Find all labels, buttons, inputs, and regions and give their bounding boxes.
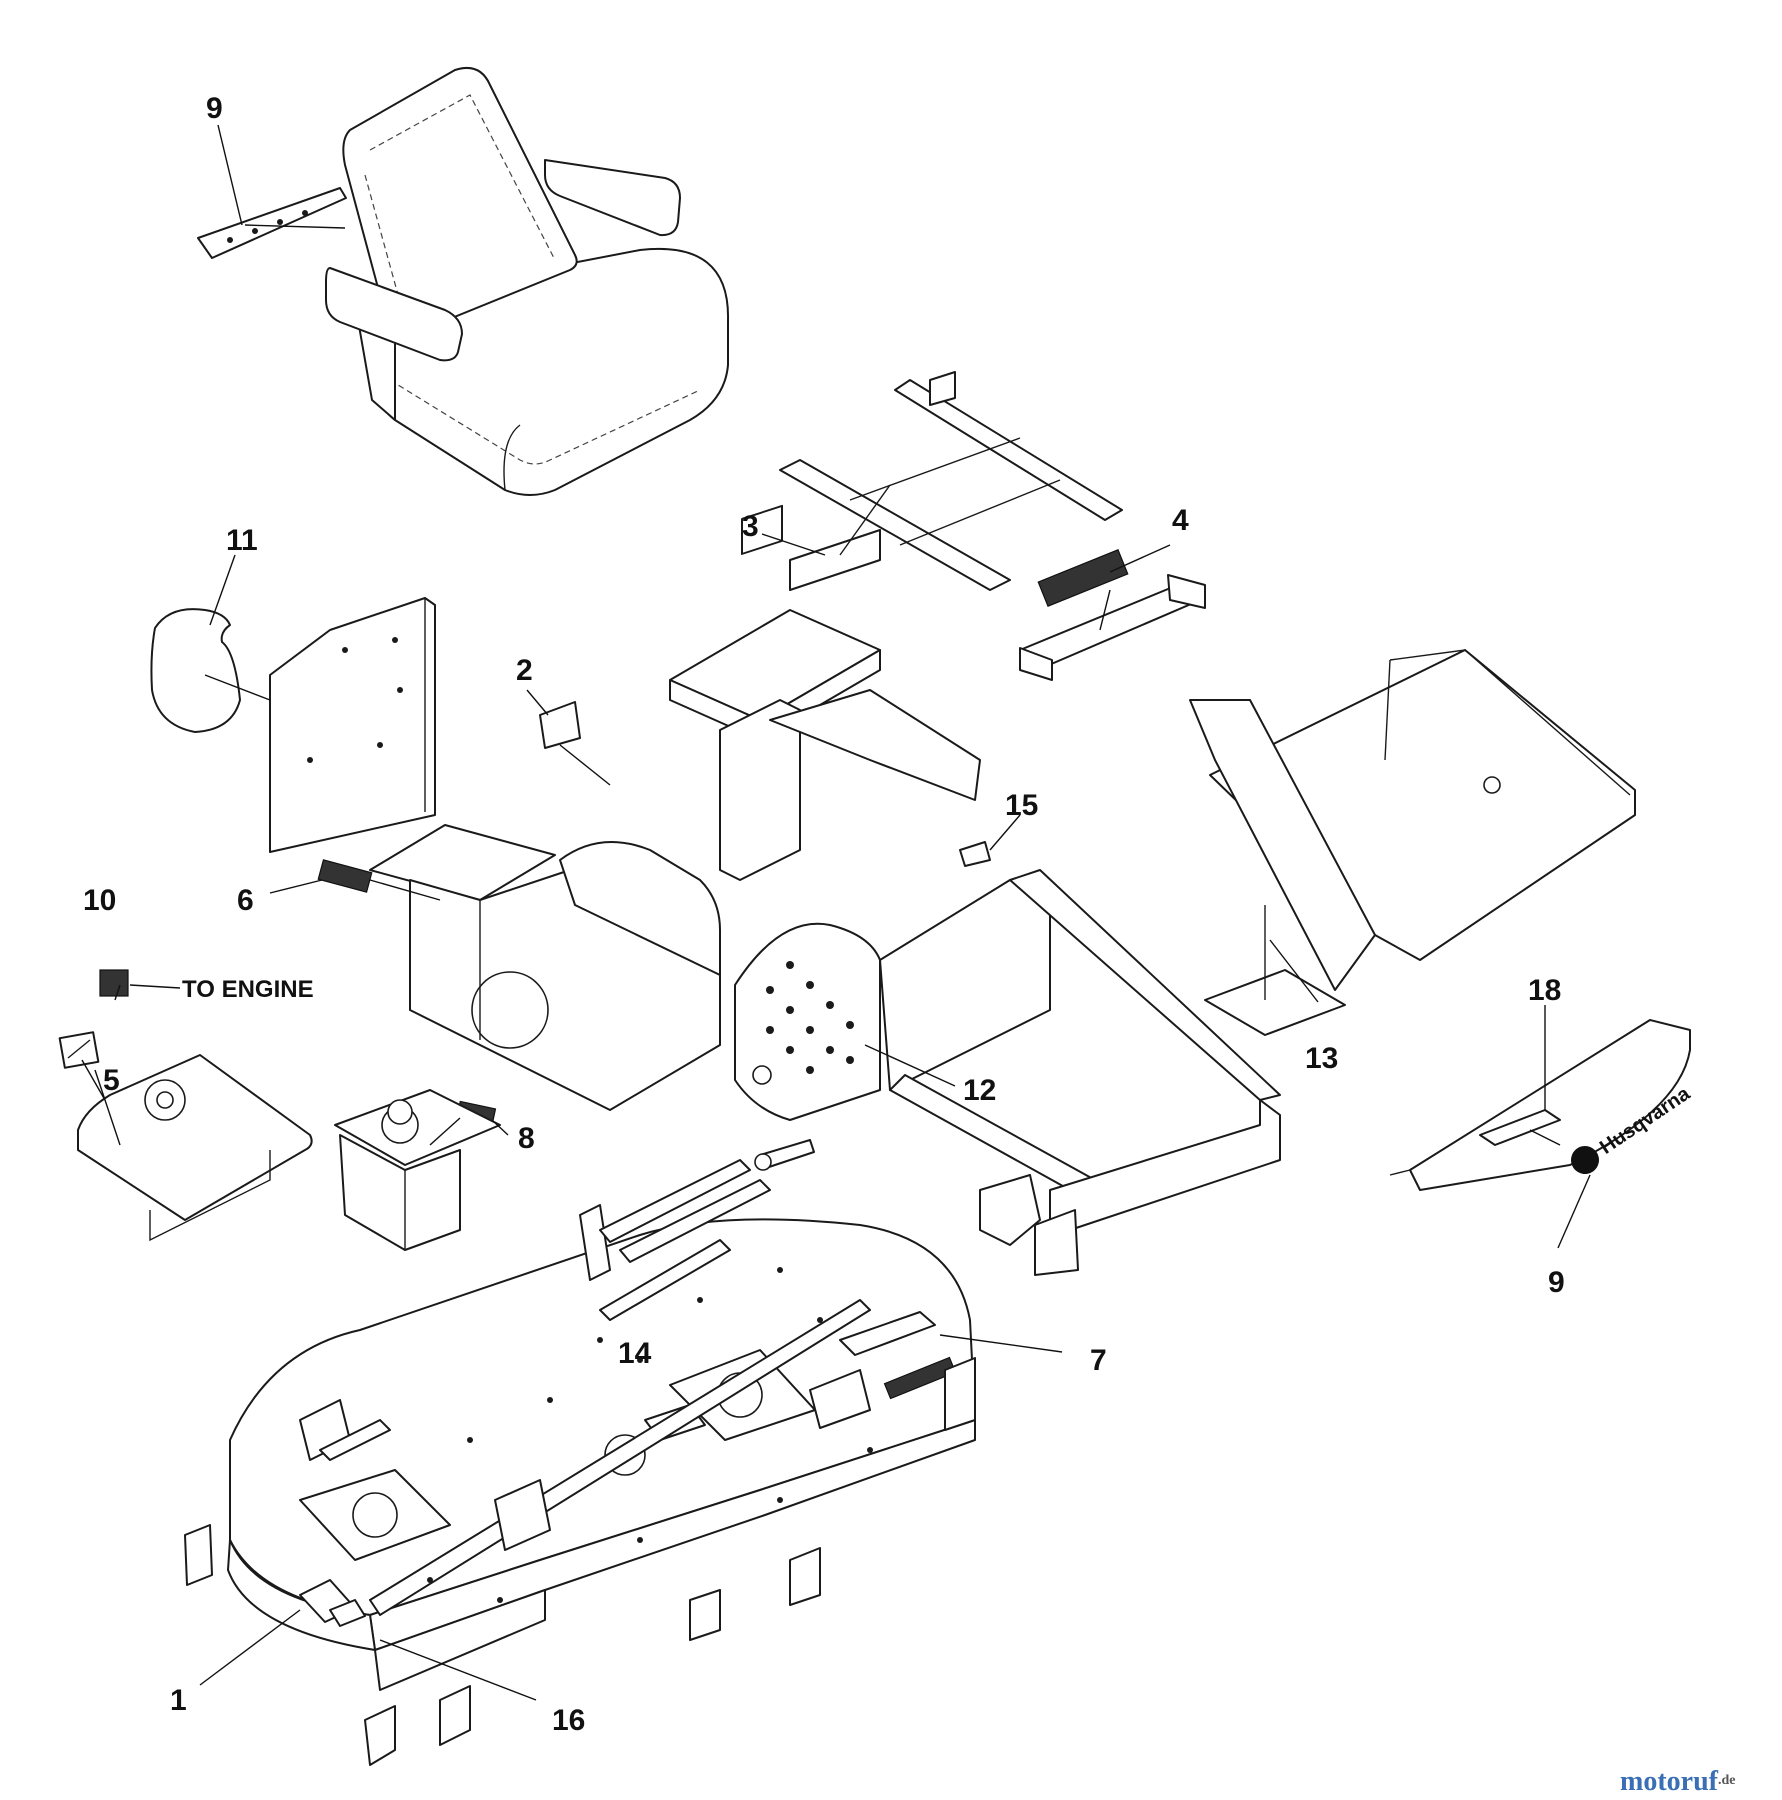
decal-10 xyxy=(99,969,129,997)
callout-4: 4 xyxy=(1172,504,1189,537)
callout-7: 7 xyxy=(1090,1344,1107,1377)
callout-8: 8 xyxy=(518,1122,535,1155)
watermark: motoruf.de xyxy=(1620,1766,1735,1797)
fuel-tank xyxy=(334,1089,501,1251)
callout-labels: 9 11 3 4 2 15 10 6 5 8 12 13 18 9 14 7 1… xyxy=(83,92,1565,1737)
decal-7 xyxy=(883,1356,957,1400)
seat xyxy=(197,66,730,496)
latch-plate xyxy=(1019,549,1206,681)
watermark-text: motoruf xyxy=(1620,1766,1719,1797)
callout-9-seat: 9 xyxy=(206,92,223,125)
callout-18: 18 xyxy=(1528,974,1561,1007)
decal-plate xyxy=(1037,549,1129,607)
callout-6: 6 xyxy=(237,884,254,917)
callout-11: 11 xyxy=(226,524,258,557)
leader-lines xyxy=(81,124,1591,1701)
floor-pan xyxy=(1189,649,1636,1036)
callout-1: 1 xyxy=(170,1684,187,1717)
callout-2: 2 xyxy=(516,654,533,687)
callout-15: 15 xyxy=(1005,789,1038,822)
callout-10: 10 xyxy=(83,884,116,917)
mower-deck xyxy=(184,1159,976,1766)
decal-5 xyxy=(58,1031,100,1069)
front-cover: Husqvarna xyxy=(1389,1019,1695,1191)
seat-slide-rails xyxy=(779,371,1123,591)
callout-16: 16 xyxy=(552,1704,585,1737)
side-panel xyxy=(150,597,436,853)
callout-5: 5 xyxy=(103,1064,120,1097)
decal-2 xyxy=(539,701,581,749)
main-frame xyxy=(369,504,1281,1276)
svg-text:motoruf.de: motoruf.de xyxy=(1620,1766,1735,1797)
to-engine-note: TO ENGINE xyxy=(182,976,314,1003)
callout-9-cover: 9 xyxy=(1548,1266,1565,1299)
decal-6 xyxy=(317,859,373,893)
callout-12: 12 xyxy=(963,1074,996,1107)
callout-3: 3 xyxy=(742,510,759,543)
watermark-suffix: .de xyxy=(1718,1773,1736,1788)
foot-plate xyxy=(58,1031,313,1242)
callout-14: 14 xyxy=(618,1337,652,1370)
callout-13: 13 xyxy=(1305,1042,1338,1075)
